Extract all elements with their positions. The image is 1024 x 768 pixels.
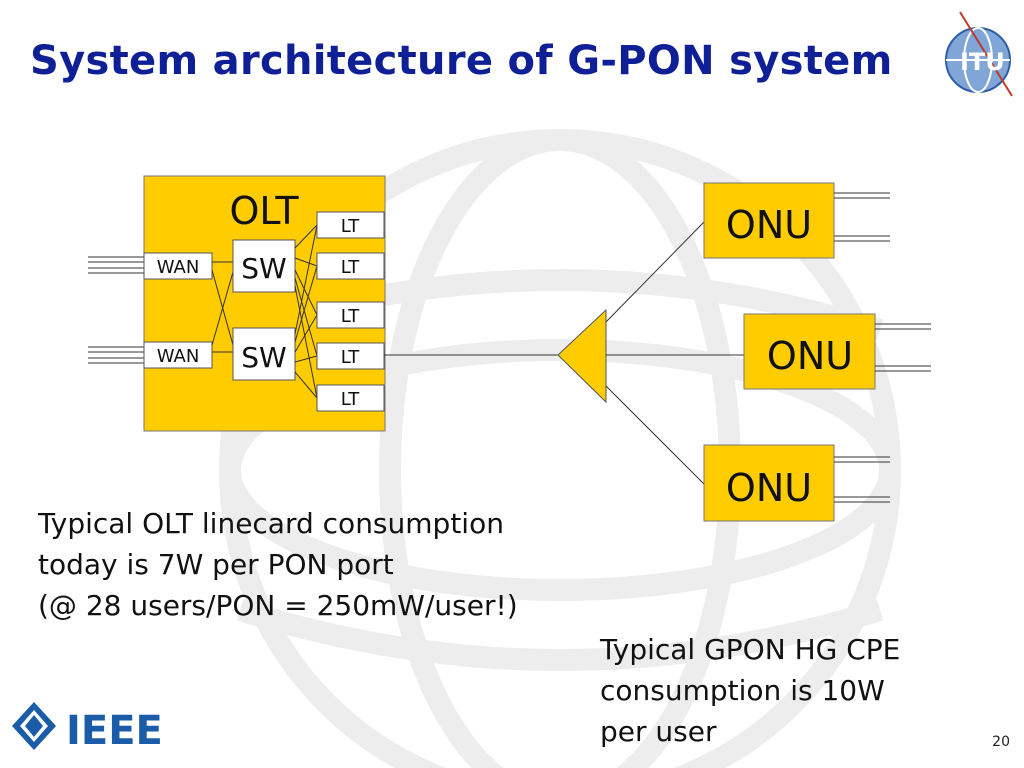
switch-box-1 — [232, 239, 296, 293]
wan-sw-connections — [211, 261, 234, 353]
olt-label: OLT — [229, 189, 299, 233]
lt-box-3 — [316, 301, 385, 329]
drop-fibers — [605, 221, 744, 485]
wan-box-2 — [143, 341, 213, 369]
onu-output-lines — [834, 192, 931, 503]
ieee-logo-text: IEEE — [66, 708, 163, 754]
lt-label-2: LT — [341, 257, 361, 278]
lt-box-4 — [316, 342, 385, 370]
lt-label-4: LT — [341, 347, 361, 368]
onu-box-3 — [703, 444, 835, 522]
ieee-logo: IEEE — [12, 702, 163, 754]
svg-text:ITU: ITU — [960, 48, 1005, 76]
wan-input-lines — [88, 256, 144, 364]
onu-box-1 — [703, 182, 835, 259]
switch-label-2: SW — [241, 341, 286, 374]
optical-splitter — [557, 308, 607, 404]
olt-note-line-2: today is 7W per PON port — [38, 548, 394, 581]
switch-label-1: SW — [241, 252, 286, 285]
cpe-consumption-note: Typical GPON HG CPE consumption is 10W p… — [600, 629, 900, 752]
olt-consumption-note: Typical OLT linecard consumption today i… — [38, 503, 518, 626]
olt-note-line-1: Typical OLT linecard consumption — [38, 507, 504, 540]
cpe-note-line-1: Typical GPON HG CPE — [600, 633, 901, 666]
lt-label-3: LT — [341, 306, 361, 327]
onu-box-2 — [743, 313, 876, 390]
cpe-note-line-2: consumption is 10W — [600, 674, 885, 707]
lt-box-1 — [316, 211, 385, 239]
cpe-note-line-3: per user — [600, 715, 717, 748]
lt-box-2 — [316, 252, 385, 280]
wan-label-1: WAN — [157, 257, 200, 278]
wan-label-2: WAN — [157, 346, 200, 367]
sw-lt-connections — [294, 224, 318, 399]
onu-label-2: ONU — [767, 334, 853, 378]
itu-logo: ITU — [945, 11, 1013, 97]
lt-label-1: LT — [341, 216, 361, 237]
lt-label-5: LT — [341, 389, 361, 410]
lt-box-5 — [316, 384, 385, 412]
slide-title: System architecture of G-PON system — [30, 38, 893, 84]
olt-note-line-3: (@ 28 users/PON = 250mW/user!) — [38, 589, 518, 622]
page-number: 20 — [992, 734, 1010, 750]
onu-label-3: ONU — [726, 466, 812, 510]
wan-box-1 — [143, 252, 213, 280]
switch-box-2 — [232, 327, 296, 381]
onu-label-1: ONU — [726, 203, 812, 247]
